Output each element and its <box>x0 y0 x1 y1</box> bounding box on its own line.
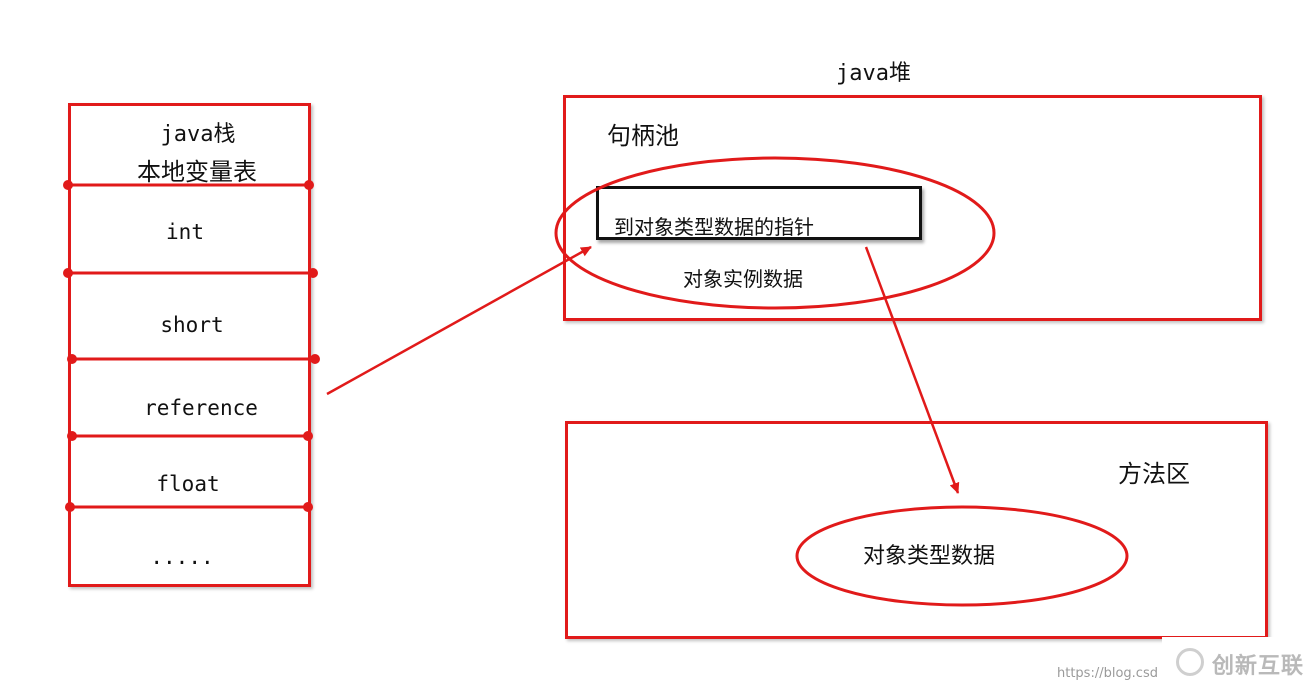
stack-row-ellipsis: ..... <box>150 545 214 569</box>
stack-row-float: float <box>156 472 220 496</box>
method-area-box <box>565 421 1268 639</box>
object-instance-data-label: 对象实例数据 <box>683 267 803 291</box>
watermark-logo-text: 创新互联 <box>1212 654 1305 679</box>
handle-pool-box <box>563 95 1262 321</box>
reference-arrow <box>326 245 592 396</box>
stack-row-reference: reference <box>144 396 258 420</box>
handle-pool-label: 句柄池 <box>607 122 679 150</box>
java-stack-box <box>68 103 311 587</box>
java-stack-title: java栈 <box>160 122 236 147</box>
watermark-url: https://blog.csd <box>1057 666 1158 681</box>
method-area-label: 方法区 <box>1118 460 1190 488</box>
stack-row-short: short <box>160 313 224 337</box>
java-heap-title: java堆 <box>836 61 911 86</box>
object-type-data-label: 对象类型数据 <box>863 544 996 569</box>
type-data-ellipse <box>795 505 1129 607</box>
stack-row-int: int <box>166 220 204 244</box>
heap-object-ellipse <box>554 156 996 310</box>
watermark-logo-icon <box>1176 648 1204 676</box>
pointer-box <box>596 186 922 240</box>
pointer-arrow <box>864 246 960 494</box>
pointer-to-type-data-label: 到对象类型数据的指针 <box>614 215 814 239</box>
local-variable-table-label: 本地变量表 <box>137 158 257 186</box>
